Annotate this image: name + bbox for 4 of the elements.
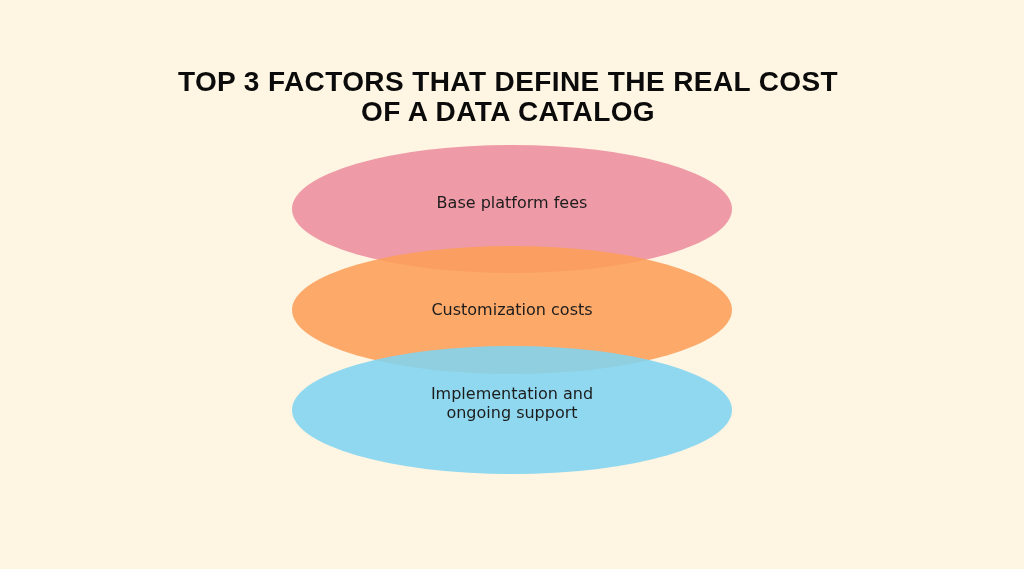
layer-label: Customization costs <box>431 299 593 319</box>
title: TOP 3 FACTORS THAT DEFINE THE REAL COST OF A DATA CATALOG <box>176 67 840 127</box>
layer-label: Base platform fees <box>436 192 588 212</box>
layer-label: Implementation and ongoing support <box>429 384 595 422</box>
